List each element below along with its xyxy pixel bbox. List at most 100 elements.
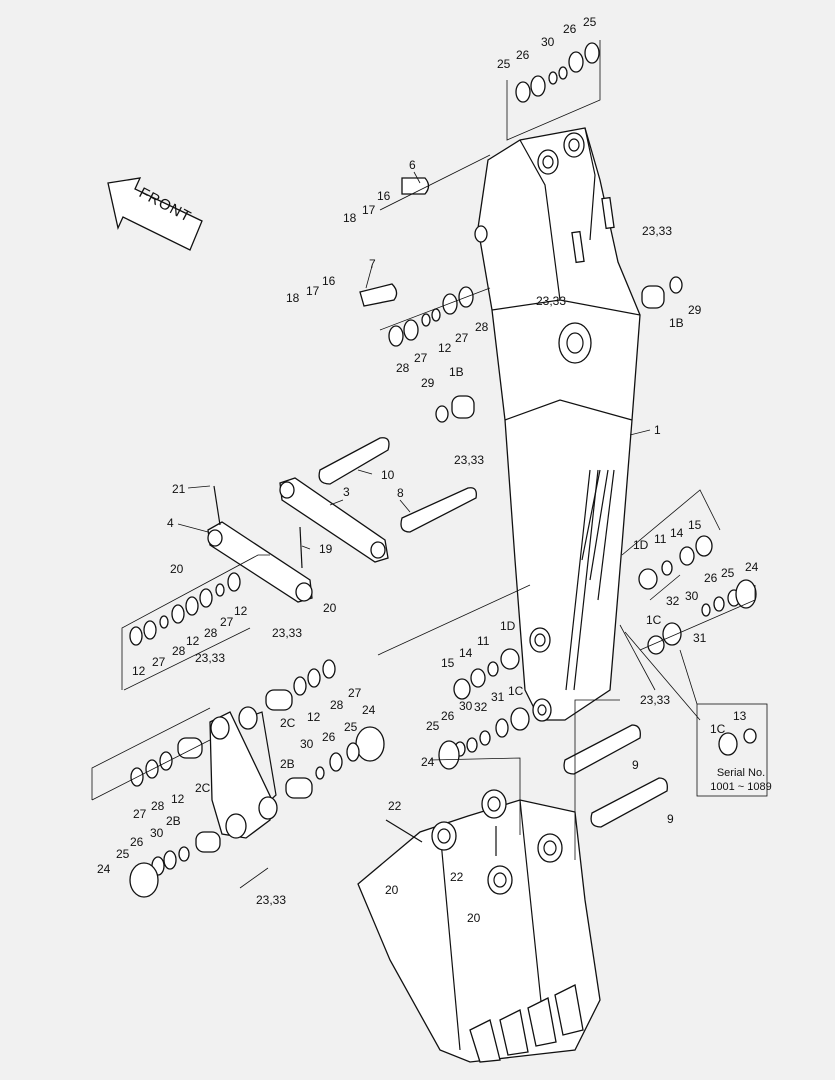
callout: 32 — [666, 594, 680, 608]
callout: 12 — [186, 634, 200, 648]
callout: 23,33 — [640, 693, 670, 707]
callout: 14 — [459, 646, 473, 660]
link-assembly — [209, 706, 278, 839]
callout: 24 — [362, 703, 376, 717]
callout: 24 — [745, 560, 759, 574]
callout: 1B — [669, 316, 684, 330]
callout: 28 — [172, 644, 186, 658]
callout: 30 — [150, 826, 164, 840]
callout: 24 — [421, 755, 435, 769]
callout: 22 — [450, 870, 464, 884]
callout: 9 — [667, 812, 674, 826]
guide-lines — [91, 40, 756, 860]
callout: 1C — [710, 722, 726, 736]
callout: 12 — [234, 604, 248, 618]
callout: 28 — [475, 320, 489, 334]
callout: 31 — [693, 631, 707, 645]
serial-range: 1001 ~ 1089 — [710, 781, 772, 793]
callout: 15 — [441, 656, 455, 670]
callout: 30 — [459, 699, 473, 713]
callout: 25 — [721, 566, 735, 580]
callout: 16 — [377, 189, 391, 203]
callout: 28 — [204, 626, 218, 640]
callout: 26 — [704, 571, 718, 585]
callout: 26 — [322, 730, 336, 744]
boom-assembly — [474, 127, 641, 722]
callout: 20 — [467, 911, 481, 925]
callout: 26 — [563, 22, 577, 36]
callout: 23,33 — [454, 453, 484, 467]
callout: 1C — [508, 684, 524, 698]
callout: 27 — [455, 331, 469, 345]
arm-link-4 — [207, 521, 313, 603]
callout: 25 — [497, 57, 511, 71]
callout: 6 — [409, 158, 416, 172]
callout: 2C — [280, 716, 296, 730]
callout: 8 — [397, 486, 404, 500]
callout: 1C — [646, 613, 662, 627]
callout: 17 — [306, 284, 320, 298]
callout: 27 — [414, 351, 428, 365]
callout: 30 — [300, 737, 314, 751]
callout: 12 — [438, 341, 452, 355]
callout: 1D — [633, 538, 649, 552]
callout: 20 — [170, 562, 184, 576]
callout-labels: 25 26 30 26 25 6 16 17 18 7 16 17 18 23,… — [97, 15, 759, 925]
callout: 28 — [396, 361, 410, 375]
arm-link — [279, 477, 389, 563]
callout: 23,33 — [256, 893, 286, 907]
callout: 17 — [362, 203, 376, 217]
callout: 11 — [477, 634, 490, 648]
callout: 2B — [280, 757, 295, 771]
callout: 14 — [670, 526, 684, 540]
callout: 25 — [116, 847, 130, 861]
callout: 31 — [491, 690, 505, 704]
callout: 10 — [381, 468, 395, 482]
callout: 18 — [286, 291, 300, 305]
callout: 12 — [132, 664, 146, 678]
callout: 21 — [172, 482, 186, 496]
serial-label: Serial No. — [716, 767, 766, 779]
callout: 20 — [385, 883, 399, 897]
callout: 2C — [195, 781, 211, 795]
pins — [213, 177, 668, 856]
callout: 28 — [330, 698, 344, 712]
bucket — [357, 789, 601, 1063]
callout: 15 — [688, 518, 702, 532]
callout: 32 — [474, 700, 488, 714]
callout: 27 — [220, 615, 234, 629]
serial-variant-box — [696, 703, 768, 797]
leader-lines — [177, 171, 701, 889]
callout: 20 — [323, 601, 337, 615]
callout: 27 — [152, 655, 166, 669]
callout: 2B — [166, 814, 181, 828]
callout: 25 — [583, 15, 597, 29]
washers — [129, 42, 757, 898]
callout: 1D — [500, 619, 516, 633]
callout: 22 — [388, 799, 402, 813]
callout: 19 — [319, 542, 333, 556]
callout: 26 — [441, 709, 455, 723]
callout: 24 — [97, 862, 111, 876]
callout: 27 — [133, 807, 147, 821]
callout: 12 — [307, 710, 321, 724]
callout: 12 — [171, 792, 185, 806]
callout: 1 — [654, 423, 661, 437]
callout: 27 — [348, 686, 362, 700]
callout: 23,33 — [642, 224, 672, 238]
callout: 16 — [322, 274, 336, 288]
callout: 13 — [733, 709, 747, 723]
callout: 30 — [541, 35, 555, 49]
callout: 29 — [421, 376, 435, 390]
callout: 25 — [426, 719, 440, 733]
callout: 26 — [130, 835, 144, 849]
callout: 28 — [151, 799, 165, 813]
callout: 1B — [449, 365, 464, 379]
callout: 18 — [343, 211, 357, 225]
callout: 26 — [516, 48, 530, 62]
callout: 25 — [344, 720, 358, 734]
callout: 23,33 — [272, 626, 302, 640]
callout: 9 — [632, 758, 639, 772]
callout: 23,33 — [536, 294, 566, 308]
